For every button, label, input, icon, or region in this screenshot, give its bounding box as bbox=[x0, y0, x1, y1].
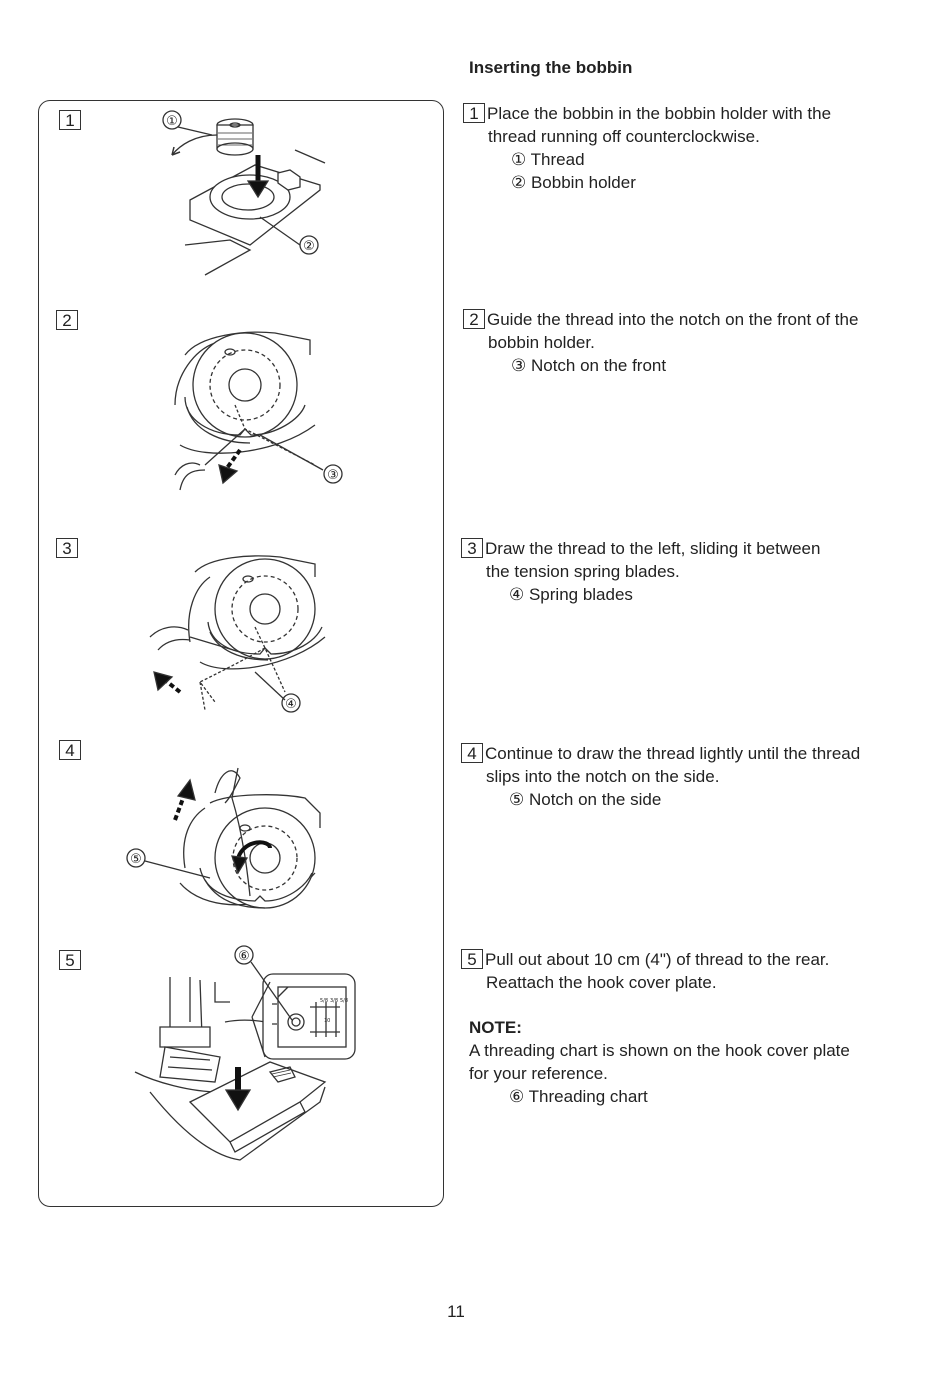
callout-bobbin-holder: ② bbox=[303, 239, 315, 254]
note-heading: NOTE: bbox=[469, 1018, 522, 1037]
step-3-line: the tension spring blades. bbox=[486, 562, 680, 581]
chart-tick: 5/8 bbox=[320, 998, 328, 1004]
figure-step-number: 4 bbox=[59, 740, 81, 760]
step-number-box: 1 bbox=[463, 103, 485, 123]
note-line: for your reference. bbox=[469, 1064, 608, 1083]
step-1-line: thread running off counterclockwise. bbox=[488, 127, 760, 146]
bobbin-holder-illustration-2: ③ bbox=[174, 331, 343, 491]
figure-step-number: 5 bbox=[59, 950, 81, 970]
step-5-line: Pull out about 10 cm (4") of thread to t… bbox=[485, 950, 830, 969]
figure-step-number: 1 bbox=[59, 110, 81, 130]
step-number-box: 3 bbox=[461, 538, 483, 558]
step-3-sub-spring: ④ Spring blades bbox=[509, 585, 633, 604]
hook-cover-plate-illustration: 5/8 3/8 5/8 10 ⑥ bbox=[134, 945, 356, 1161]
illustration-panel bbox=[38, 100, 444, 1207]
callout-threading-chart: ⑥ bbox=[238, 949, 250, 964]
step-number-box: 5 bbox=[461, 949, 483, 969]
step-2-line: Guide the thread into the notch on the f… bbox=[487, 310, 859, 329]
note-sub-threading-chart: ⑥ Threading chart bbox=[509, 1087, 648, 1106]
step-4-sub-notch: ⑤ Notch on the side bbox=[509, 790, 662, 809]
bobbin-holder-illustration-1: ① ② bbox=[162, 110, 326, 276]
page-title: Inserting the bobbin bbox=[469, 58, 633, 77]
figure-step-number: 2 bbox=[56, 310, 78, 330]
step-number-box: 2 bbox=[463, 309, 485, 329]
step-2-sub-notch: ③ Notch on the front bbox=[511, 356, 667, 375]
step-1-sub-thread: ① Thread bbox=[511, 150, 585, 169]
chart-tick: 3/8 bbox=[330, 998, 338, 1004]
page-number: 11 bbox=[447, 1302, 465, 1321]
step-4-line: slips into the notch on the side. bbox=[486, 767, 720, 786]
step-5-line: Reattach the hook cover plate. bbox=[486, 973, 717, 992]
callout-thread: ① bbox=[166, 114, 178, 129]
bobbin-holder-illustration-3: ④ bbox=[149, 555, 326, 713]
step-2-line: bobbin holder. bbox=[488, 333, 595, 352]
chart-tick: 10 bbox=[324, 1018, 330, 1024]
callout-notch-side: ⑤ bbox=[130, 852, 142, 867]
figure-step-number: 3 bbox=[56, 538, 78, 558]
note-block: NOTE: A threading chart is shown on the … bbox=[469, 1016, 850, 1108]
callout-notch-front: ③ bbox=[327, 468, 339, 483]
chart-tick: 5/8 bbox=[340, 998, 348, 1004]
step-1-sub-bobbin-holder: ② Bobbin holder bbox=[511, 173, 636, 192]
callout-spring-blades: ④ bbox=[285, 697, 297, 712]
step-1-line: Place the bobbin in the bobbin holder wi… bbox=[487, 104, 832, 123]
step-number-box: 4 bbox=[461, 743, 483, 763]
bobbin-holder-illustration-4: ⑤ bbox=[126, 767, 321, 909]
note-line: A threading chart is shown on the hook c… bbox=[469, 1041, 850, 1060]
step-4-line: Continue to draw the thread lightly unti… bbox=[485, 744, 861, 763]
step-3-line: Draw the thread to the left, sliding it … bbox=[485, 539, 821, 558]
